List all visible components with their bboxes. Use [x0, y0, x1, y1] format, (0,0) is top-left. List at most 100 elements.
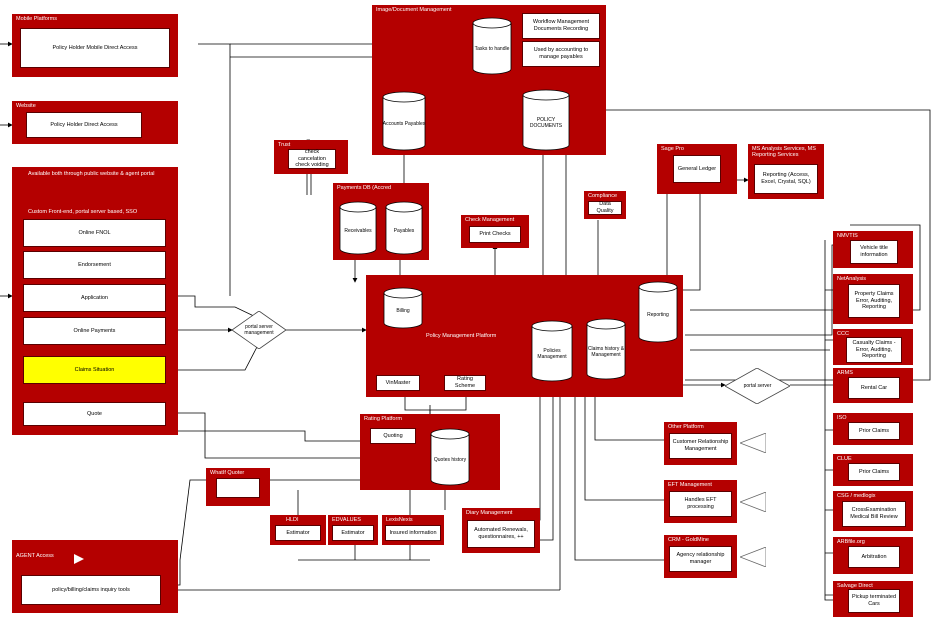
- pickup-cars-box[interactable]: Pickup terminated Cars: [848, 589, 900, 613]
- reporting-tools-box[interactable]: Reporting (Access, Excel, Crystal, SQL): [754, 164, 818, 194]
- payables-label: Payables: [393, 228, 415, 234]
- sage-pro-panel: Sage Pro General Ledger: [657, 144, 737, 194]
- mobile-platforms-panel: Mobile Platforms Policy Holder Mobile Di…: [12, 14, 178, 77]
- portal-server-management-label: portal server management: [244, 324, 274, 336]
- insured-information-box[interactable]: Insured information: [385, 525, 441, 541]
- claims-history-label: Claims history & Management: [587, 346, 625, 358]
- payments-db-panel: Payments DB (Accred Receivables Payables: [333, 183, 429, 260]
- policy-documents-label: POLICY DOCUMENTS: [529, 117, 563, 129]
- online-fnol-box[interactable]: Online FNOL: [23, 219, 166, 247]
- website-title: Website: [16, 103, 36, 109]
- vendor-title: CSG / medlogix: [837, 493, 876, 499]
- vendor-title: NetAnalysis: [837, 276, 867, 282]
- inquiry-tools-box[interactable]: policy/billing/claims inquiry tools: [21, 575, 161, 605]
- mobile-direct-access-box[interactable]: Policy Holder Mobile Direct Access: [20, 28, 170, 68]
- claims-situation-box[interactable]: Claims Situation: [23, 356, 166, 384]
- agent-access-title: AGENT Access: [16, 553, 54, 559]
- application-box[interactable]: Application: [23, 284, 166, 312]
- vendor-title: ARMS: [837, 370, 853, 376]
- claims-history-db[interactable]: Claims history & Management: [586, 318, 626, 380]
- billing-label: Billing: [396, 308, 410, 314]
- check-cancelation-box[interactable]: check cancelation check voiding: [288, 149, 336, 169]
- compliance-title: Compliance: [588, 193, 618, 199]
- general-ledger-box[interactable]: General Ledger: [673, 155, 721, 183]
- clue-prior-claims-box[interactable]: Prior Claims: [848, 463, 900, 481]
- external-triangle-icon: [740, 492, 766, 512]
- policy-management-platform: Policy Management Platform Billing Polic…: [366, 275, 683, 397]
- edvalues-estimator-box[interactable]: Estimator: [332, 525, 374, 541]
- portal-title: Available both through public website & …: [28, 171, 155, 177]
- agency-relationship-box[interactable]: Agency relationship manager: [669, 546, 732, 572]
- diary-management-title: Diary Management: [466, 510, 513, 516]
- rating-platform-panel: Rating Platform Quoting Quotes history: [360, 414, 500, 490]
- rating-platform-title: Rating Platform: [364, 416, 402, 422]
- policy-documents-db[interactable]: POLICY DOCUMENTS: [522, 89, 570, 151]
- whatif-quoter-box[interactable]: [216, 478, 260, 498]
- hldi-estimator-box[interactable]: Estimator: [275, 525, 321, 541]
- vendor-title: CLUE: [837, 456, 852, 462]
- check-management-panel: Check Management Print Checks: [461, 215, 529, 248]
- lexisnexis-panel: LexisNexis Insured information: [382, 515, 444, 545]
- nmvtis-panel: NMVTIS Vehicle title information: [833, 231, 913, 268]
- crm-goldmine-panel: CRM - GoldMine Agency relationship manag…: [664, 535, 737, 578]
- automated-renewals-box[interactable]: Automated Renewals, questionnaires, ++: [467, 520, 535, 548]
- quoting-box[interactable]: Quoting: [370, 428, 416, 444]
- netanalysis-panel: NetAnalysis Property Claims Error, Audit…: [833, 274, 913, 324]
- sage-pro-title: Sage Pro: [661, 146, 684, 152]
- accounts-payables-db[interactable]: Accounts Payables: [382, 91, 426, 151]
- casualty-claims-box[interactable]: Casualty Claims - Error, Auditing, Repor…: [846, 337, 902, 363]
- rental-car-box[interactable]: Rental Car: [848, 377, 900, 399]
- billing-db[interactable]: Billing: [383, 287, 423, 329]
- website-direct-access-box[interactable]: Policy Holder Direct Access: [26, 112, 142, 138]
- policies-management-label: Policies Management: [537, 348, 567, 360]
- whatif-quoter-panel: WhatIf Quoter: [206, 468, 270, 506]
- mobile-platforms-title: Mobile Platforms: [16, 16, 57, 22]
- iso-prior-claims-box[interactable]: Prior Claims: [848, 422, 900, 440]
- rating-scheme-box[interactable]: Rating Scheme: [444, 375, 486, 391]
- ccc-panel: CCC Casualty Claims - Error, Auditing, R…: [833, 329, 913, 365]
- edvalues-panel: EDVALUES Estimator: [328, 515, 378, 545]
- eft-processing-box[interactable]: Handles EFT processing: [669, 491, 732, 517]
- vendor-title: CCC: [837, 331, 849, 337]
- accounting-note-box: Used by accounting to manage payables: [522, 41, 600, 67]
- quote-box[interactable]: Quote: [23, 402, 166, 426]
- hldi-panel: HLDI Estimator: [270, 515, 326, 545]
- workflow-management-box[interactable]: Workflow Management Documents Recording: [522, 13, 600, 39]
- quotes-history-db[interactable]: Quotes history: [430, 428, 470, 486]
- print-checks-box[interactable]: Print Checks: [469, 226, 521, 243]
- property-claims-box[interactable]: Property Claims Error, Auditing, Reporti…: [848, 284, 900, 318]
- vinmaster-box[interactable]: VinMaster: [376, 375, 420, 391]
- endorsement-box[interactable]: Endorsement: [23, 251, 166, 279]
- arbitration-box[interactable]: Arbitration: [848, 546, 900, 568]
- image-document-management-panel: Image/Document Management Tasks to handl…: [372, 5, 606, 155]
- eft-management-title: EFT Management: [668, 482, 712, 488]
- csg-medlogix-panel: CSG / medlogix CrossExamination Medical …: [833, 491, 913, 531]
- iso-panel: ISO Prior Claims: [833, 413, 913, 445]
- tasks-to-handle-db[interactable]: Tasks to handle: [472, 17, 512, 75]
- trust-title: Trust: [278, 142, 291, 148]
- policies-management-db[interactable]: Policies Management: [531, 320, 573, 382]
- medical-bill-review-box[interactable]: CrossExamination Medical Bill Review: [842, 501, 906, 527]
- vehicle-title-box[interactable]: Vehicle title information: [850, 240, 898, 264]
- hldi-title: HLDI: [286, 517, 299, 523]
- portal-subtitle: Custom Front-end, portal server based, S…: [28, 209, 138, 215]
- vendor-title: ISO: [837, 415, 847, 421]
- agent-access-panel: AGENT Access policy/billing/claims inqui…: [12, 540, 178, 613]
- online-payments-box[interactable]: Online Payments: [23, 317, 166, 345]
- other-platform-panel: Other Platform Customer Relationship Man…: [664, 422, 737, 465]
- tasks-to-handle-label: Tasks to handle: [474, 46, 510, 52]
- data-quality-box[interactable]: Data Quality: [588, 201, 622, 215]
- external-triangle-icon: [740, 547, 766, 567]
- portal-server-label: portal server: [743, 383, 772, 389]
- edvalues-title: EDVALUES: [332, 517, 361, 523]
- customer-relationship-box[interactable]: Customer Relationship Management: [669, 433, 732, 459]
- play-arrow-icon: [74, 554, 84, 564]
- portal-server-diamond: portal server: [725, 368, 790, 404]
- crm-goldmine-title: CRM - GoldMine: [668, 537, 709, 543]
- vendor-title: NMVTIS: [837, 233, 858, 239]
- receivables-db[interactable]: Receivables: [339, 201, 377, 255]
- payables-db[interactable]: Payables: [385, 201, 423, 255]
- reporting-db[interactable]: Reporting: [638, 281, 678, 343]
- receivables-label: Receivables: [344, 228, 372, 234]
